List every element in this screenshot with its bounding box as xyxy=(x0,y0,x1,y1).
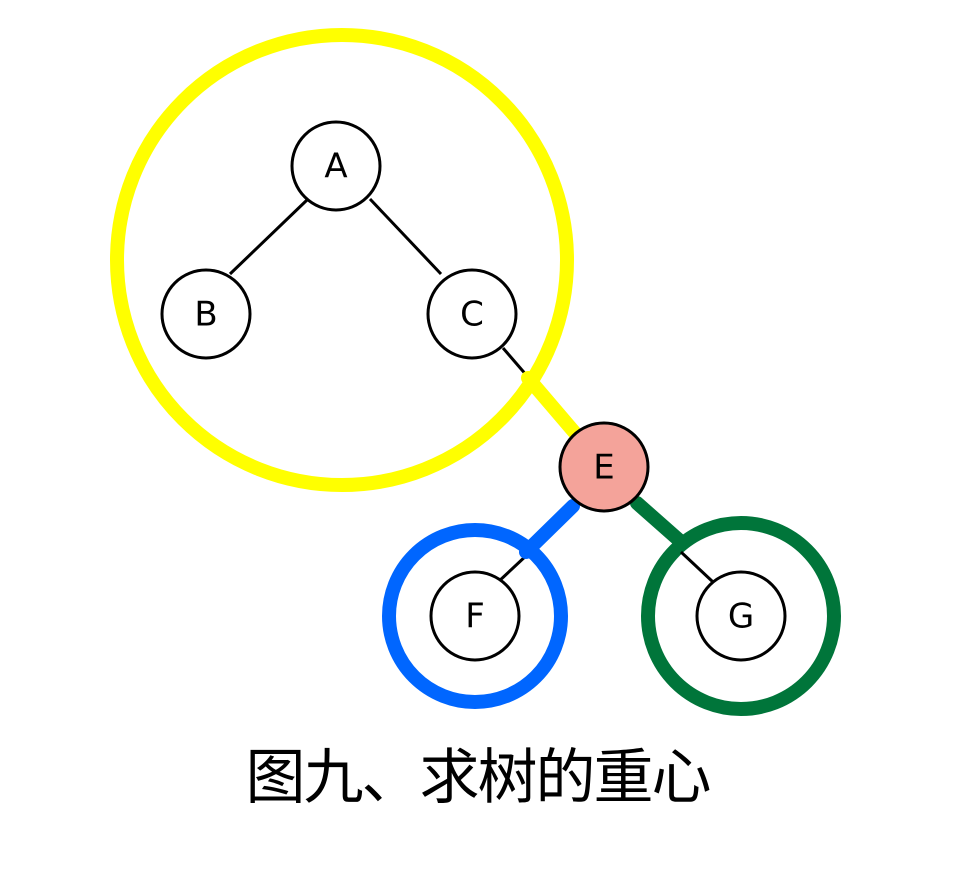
subtree-abc-yellow-circle xyxy=(110,28,574,492)
subtree-g-green-circle xyxy=(641,516,841,716)
node-e: E xyxy=(558,421,650,513)
edge-c-e-thin xyxy=(501,347,530,378)
node-c: C xyxy=(426,268,518,360)
node-b: B xyxy=(160,268,252,360)
edge-a-c xyxy=(368,197,443,276)
subtree-f-blue-circle xyxy=(382,523,568,709)
edge-a-b xyxy=(228,198,309,276)
node-g: G xyxy=(695,570,787,662)
node-b-label: B xyxy=(194,295,217,335)
node-c-label: C xyxy=(460,295,484,335)
node-a-label: A xyxy=(324,147,347,187)
edge-e-f-thin xyxy=(495,552,530,585)
edge-c-e-yellow xyxy=(521,371,582,440)
edge-e-g-green xyxy=(630,496,687,548)
node-e-label: E xyxy=(593,448,614,488)
node-a: A xyxy=(290,120,382,212)
edge-e-f-blue xyxy=(519,499,580,559)
figure-caption: 图九、求树的重心 xyxy=(245,743,712,813)
edge-e-g-thin xyxy=(679,550,715,584)
node-g-label: G xyxy=(728,597,754,637)
node-f: F xyxy=(429,570,521,662)
node-f-label: F xyxy=(465,597,485,637)
